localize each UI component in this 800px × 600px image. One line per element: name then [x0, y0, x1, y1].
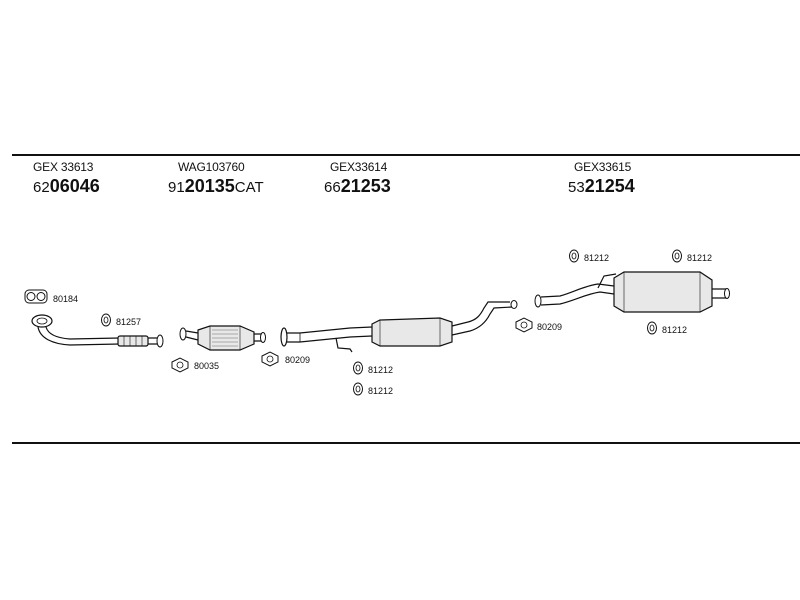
part-main: 21253: [340, 176, 391, 196]
part-number: 6621253: [324, 176, 391, 198]
assembly-code: GEX 33613: [33, 160, 94, 174]
assembly-front-pipe: GEX 33613 6206046: [33, 160, 100, 198]
assembly-code: GEX33614: [330, 160, 388, 174]
label-clamp-front: 81257: [116, 317, 141, 327]
part-prefix: 91: [168, 179, 185, 196]
part-prefix: 66: [324, 179, 341, 196]
front-pipe-icon: [31, 314, 164, 348]
assembly-catalytic-converter: WAG103760 9120135CAT: [168, 160, 264, 198]
label-gasket-cat: 80035: [194, 361, 219, 371]
middle-silencer-icon: [280, 300, 518, 353]
assembly-rear-silencer: GEX33615 5321254: [568, 160, 635, 198]
part-main: 21254: [584, 176, 635, 196]
gasket-front-icon: [24, 289, 48, 304]
part-prefix: 62: [33, 179, 50, 196]
label-gasket-rear: 80209: [537, 322, 562, 332]
label-clamp-rear-3: 81212: [662, 325, 687, 335]
top-rule: [12, 154, 800, 156]
clamp-rear-3-icon: [647, 321, 657, 335]
clamp-front-icon: [101, 313, 111, 327]
label-clamp-mid-2: 81212: [368, 386, 393, 396]
gasket-mid-icon: [261, 351, 279, 367]
assembly-middle-silencer: GEX33614 6621253: [324, 160, 391, 198]
part-main: 06046: [49, 176, 100, 196]
part-prefix: 53: [568, 179, 585, 196]
part-number: 6206046: [33, 176, 100, 198]
part-suffix: CAT: [234, 179, 264, 196]
clamp-rear-2-icon: [672, 249, 682, 263]
gasket-cat-icon: [171, 357, 189, 373]
assembly-code: WAG103760: [178, 160, 245, 174]
catalytic-converter-icon: [179, 325, 266, 351]
clamp-mid-1-icon: [353, 361, 363, 375]
part-number: 5321254: [568, 176, 635, 198]
label-gasket-mid: 80209: [285, 355, 310, 365]
clamp-mid-2-icon: [353, 382, 363, 396]
part-main: 20135: [184, 176, 235, 196]
label-gasket-front: 80184: [53, 294, 78, 304]
label-clamp-rear-1: 81212: [584, 253, 609, 263]
rear-silencer-icon: [534, 271, 730, 313]
gasket-rear-icon: [515, 317, 533, 333]
part-number: 9120135CAT: [168, 176, 264, 198]
bottom-rule: [12, 442, 800, 444]
clamp-rear-1-icon: [569, 249, 579, 263]
assembly-code: GEX33615: [574, 160, 632, 174]
label-clamp-rear-2: 81212: [687, 253, 712, 263]
label-clamp-mid-1: 81212: [368, 365, 393, 375]
